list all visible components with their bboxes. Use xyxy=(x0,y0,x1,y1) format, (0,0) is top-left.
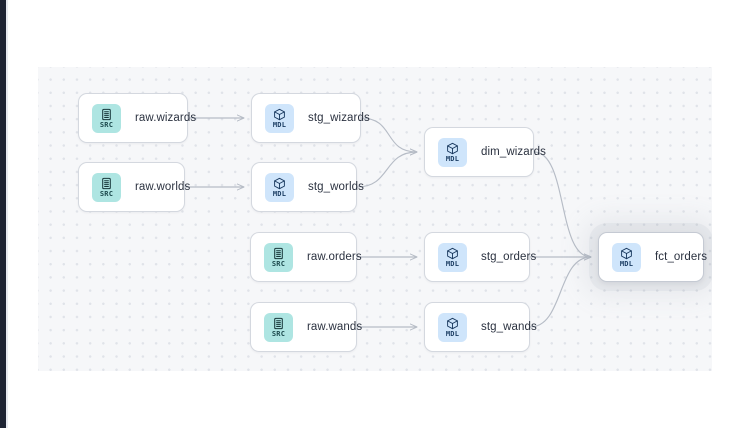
lineage-node-dim_wizards[interactable]: MDL dim_wizards xyxy=(424,127,546,177)
node-label: stg_wands xyxy=(481,321,537,333)
node-kind-tag: SRC xyxy=(99,189,114,198)
lineage-edge-stg_wizards-to-dim_wizards xyxy=(360,117,417,152)
cube-icon: MDL xyxy=(612,242,641,272)
node-kind-tag: MDL xyxy=(445,154,460,163)
node-kind-tag: SRC xyxy=(99,120,114,129)
node-label: raw.orders xyxy=(307,251,362,263)
edge-layer xyxy=(185,67,712,371)
node-kind-tag: MDL xyxy=(619,259,634,268)
node-label: raw.wizards xyxy=(135,112,197,124)
node-label: raw.wands xyxy=(307,321,363,333)
database-icon: SRC xyxy=(264,312,293,342)
node-kind-tag: MDL xyxy=(445,329,460,338)
database-icon: SRC xyxy=(92,103,121,133)
lineage-node-raw_worlds[interactable]: SRC raw.worlds xyxy=(78,162,190,212)
node-label: stg_wizards xyxy=(308,112,370,124)
lineage-edge-stg_wands-to-fct_orders xyxy=(529,257,591,328)
lineage-edge-dim_wizards-to-fct_orders xyxy=(533,151,591,257)
node-kind-tag: SRC xyxy=(271,259,286,268)
lineage-node-raw_wizards[interactable]: SRC raw.wizards xyxy=(78,93,196,143)
node-label: dim_wizards xyxy=(481,146,547,158)
node-label: stg_worlds xyxy=(308,181,364,193)
node-kind-tag: MDL xyxy=(272,120,287,129)
node-label: raw.worlds xyxy=(135,181,191,193)
node-label: fct_orders xyxy=(655,251,708,263)
node-kind-tag: MDL xyxy=(272,189,287,198)
node-kind-tag: SRC xyxy=(271,329,286,338)
database-icon: SRC xyxy=(264,242,293,272)
app-rail-divider xyxy=(6,0,8,428)
lineage-node-raw_orders[interactable]: SRC raw.orders xyxy=(250,232,362,282)
cube-icon: MDL xyxy=(438,242,467,272)
lineage-node-fct_orders[interactable]: MDL fct_orders xyxy=(598,232,708,282)
lineage-node-raw_wands[interactable]: SRC raw.wands xyxy=(250,302,362,352)
node-kind-tag: MDL xyxy=(445,259,460,268)
lineage-node-stg_worlds[interactable]: MDL stg_worlds xyxy=(251,162,364,212)
lineage-node-stg_orders[interactable]: MDL stg_orders xyxy=(424,232,536,282)
cube-icon: MDL xyxy=(265,103,294,133)
lineage-edge-stg_worlds-to-dim_wizards xyxy=(356,152,417,188)
cube-icon: MDL xyxy=(438,137,467,167)
cube-icon: MDL xyxy=(265,172,294,202)
lineage-node-stg_wands[interactable]: MDL stg_wands xyxy=(424,302,537,352)
cube-icon: MDL xyxy=(438,312,467,342)
lineage-node-stg_wizards[interactable]: MDL stg_wizards xyxy=(251,93,370,143)
app-rail xyxy=(0,0,6,428)
database-icon: SRC xyxy=(92,172,121,202)
node-label: stg_orders xyxy=(481,251,537,263)
